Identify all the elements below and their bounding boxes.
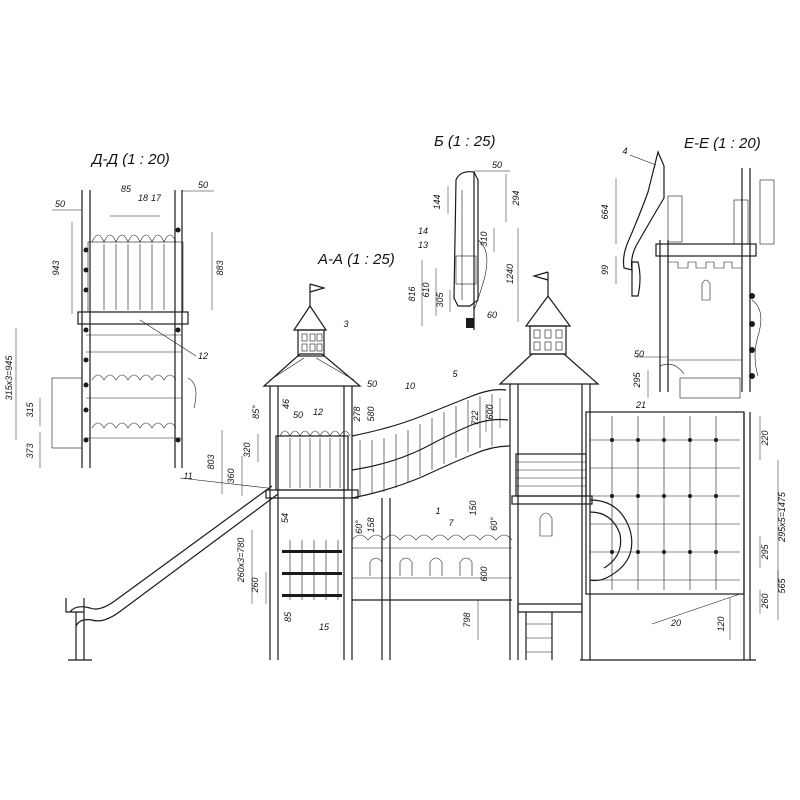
dimension-label: 50 xyxy=(198,180,208,190)
view-ee xyxy=(615,150,775,399)
dimension-label: 21 xyxy=(635,400,646,410)
dimension-label: 798 xyxy=(462,612,472,627)
dimension-label: 10 xyxy=(405,381,415,391)
dimension-label: 50 xyxy=(492,160,502,170)
dimension-label: 220 xyxy=(760,430,770,446)
dimension-label: 85 xyxy=(283,611,293,622)
dimension-label: 54 xyxy=(280,513,290,523)
dimension-label: 360 xyxy=(226,468,236,483)
dimension-label: 260x3=780 xyxy=(236,538,246,584)
dimension-label: 60° xyxy=(489,517,499,531)
dimension-label: 1 xyxy=(435,506,440,516)
dimension-label: 294 xyxy=(511,190,521,206)
dimension-label: 13 xyxy=(418,240,428,250)
view-title-b: Б (1 : 25) xyxy=(434,133,495,150)
view-title-ee: Е-Е (1 : 20) xyxy=(684,135,761,152)
dimension-label: 12 xyxy=(313,407,323,417)
dimension-label: 295x5=1475 xyxy=(777,491,787,543)
dimension-label: 320 xyxy=(242,442,252,457)
view-b xyxy=(421,170,519,330)
dimension-label: 664 xyxy=(600,204,610,219)
dimension-label: 46 xyxy=(281,399,291,409)
dimension-label: 305 xyxy=(435,292,445,308)
dimension-label: 295 xyxy=(632,372,642,389)
dimension-label: 373 xyxy=(25,443,35,458)
dimension-label: 14 xyxy=(418,226,428,236)
dimension-label: 99 xyxy=(600,265,610,275)
dimension-label: 260 xyxy=(760,593,770,609)
dimension-label: 803 xyxy=(206,454,216,469)
dimension-label: 260 xyxy=(250,577,260,593)
dimension-label: 315x3=945 xyxy=(4,355,14,401)
dimension-label: 15 xyxy=(319,622,330,632)
dimension-label: 565 xyxy=(777,578,787,594)
dimension-label: 600 xyxy=(485,404,495,419)
dimension-label: 150 xyxy=(468,500,478,515)
dimension-label: 580 xyxy=(366,406,376,421)
dimension-label: 310 xyxy=(479,231,489,246)
dimension-label: 816 xyxy=(407,286,417,301)
dimension-label: 600 xyxy=(479,566,489,581)
dimension-label: 20 xyxy=(670,618,681,628)
dimension-label: 60° xyxy=(354,520,364,534)
dimension-label: 3 xyxy=(343,319,348,329)
dimension-label: 295 xyxy=(760,544,770,561)
dimension-label: 943 xyxy=(51,260,61,275)
dimension-label: 722 xyxy=(470,410,480,425)
dimension-label: 17 xyxy=(151,193,162,203)
dimension-label: 610 xyxy=(421,282,431,297)
view-dd xyxy=(15,190,214,468)
dimension-label: 158 xyxy=(366,517,376,532)
dimension-label: 50 xyxy=(293,410,303,420)
dimension-label: 278 xyxy=(352,406,362,422)
dimension-label: 50 xyxy=(55,199,65,209)
dimension-label: 50 xyxy=(367,379,377,389)
view-title-aa: А-А (1 : 25) xyxy=(317,251,395,268)
dimension-label: 60 xyxy=(487,310,497,320)
dimension-label: 1240 xyxy=(505,264,515,284)
dimension-label: 50 xyxy=(634,349,644,359)
dimension-label: 883 xyxy=(215,260,225,275)
dimension-label: 4 xyxy=(622,146,627,156)
dimension-label: 144 xyxy=(432,194,442,209)
dimension-label: 18 xyxy=(138,193,148,203)
dimension-label: 85 xyxy=(121,184,132,194)
dimension-label: 315 xyxy=(25,402,35,418)
view-aa xyxy=(65,271,779,661)
dimension-label: 7 xyxy=(448,518,454,528)
view-title-dd: Д-Д (1 : 20) xyxy=(90,151,170,168)
dimension-label: 120 xyxy=(716,616,726,631)
dimension-label: 5 xyxy=(452,369,458,379)
dimension-label: 85° xyxy=(251,405,261,419)
dimension-label: 12 xyxy=(198,351,208,361)
dimension-label: 11 xyxy=(183,471,192,481)
